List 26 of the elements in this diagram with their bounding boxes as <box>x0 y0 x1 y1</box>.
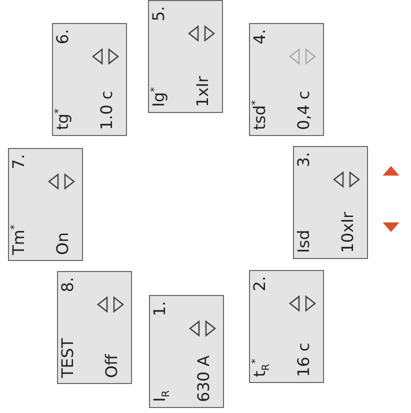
parameter-value: 630 A <box>194 354 212 402</box>
step-number: 1. <box>150 300 168 316</box>
parameter-value: On <box>54 232 72 254</box>
step-number: 6. <box>54 28 72 44</box>
parameter-value: 10xIr <box>338 211 356 252</box>
step-number: 4. <box>250 28 268 44</box>
step-number: 3. <box>294 152 312 167</box>
parameter-name: Isd <box>294 229 312 252</box>
display-panel <box>249 23 324 136</box>
display-panel <box>52 23 127 136</box>
display-panel <box>57 271 132 384</box>
parameter-value: 0,4 c <box>294 90 312 130</box>
step-number: 8. <box>58 276 76 292</box>
display-panel <box>149 295 224 408</box>
display-panel <box>148 0 223 113</box>
display-panel <box>8 148 83 261</box>
step-number: 5. <box>150 6 168 21</box>
parameter-name: TEST <box>58 338 76 378</box>
parameter-value: 1.0 c <box>98 90 116 130</box>
display-panel <box>293 146 368 259</box>
step-number: 7. <box>10 154 28 169</box>
parameter-value: 16 c <box>294 342 312 376</box>
parameter-value: Off <box>102 354 120 378</box>
parameter-value: 1xIr <box>194 76 212 106</box>
step-number: 2. <box>250 276 268 291</box>
display-panel <box>249 270 324 383</box>
